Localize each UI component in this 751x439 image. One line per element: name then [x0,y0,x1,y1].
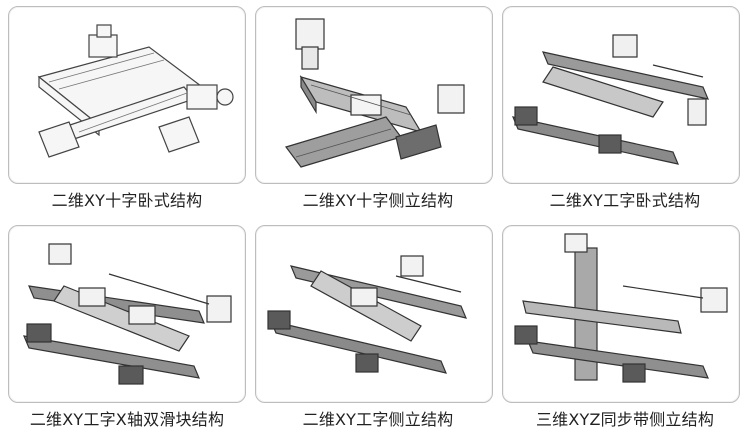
product-card-4[interactable] [8,225,246,403]
product-card-5[interactable] [255,225,493,403]
xy-h-dual-slider-illustration [23,243,232,385]
product-caption-6: 三维XYZ同步带侧立结构 [535,410,715,429]
xy-cross-horizontal-illustration [37,24,234,158]
xy-h-vertical-illustration [267,255,468,374]
product-caption-4: 二维XY工字X轴双滑块结构 [29,410,225,429]
product-caption-3: 二维XY工字卧式结构 [549,191,701,210]
product-caption-2: 二维XY十字侧立结构 [302,191,454,210]
product-card-6[interactable] [502,225,740,403]
product-card-3[interactable] [502,6,740,184]
product-caption-5: 二维XY工字侧立结构 [302,410,454,429]
xy-cross-vertical-illustration [285,18,465,168]
xyz-belt-vertical-illustration [514,233,728,383]
product-card-1[interactable] [8,6,246,184]
product-caption-1: 二维XY十字卧式结构 [51,191,203,210]
product-card-2[interactable] [255,6,493,184]
xy-h-horizontal-illustration [512,34,709,165]
